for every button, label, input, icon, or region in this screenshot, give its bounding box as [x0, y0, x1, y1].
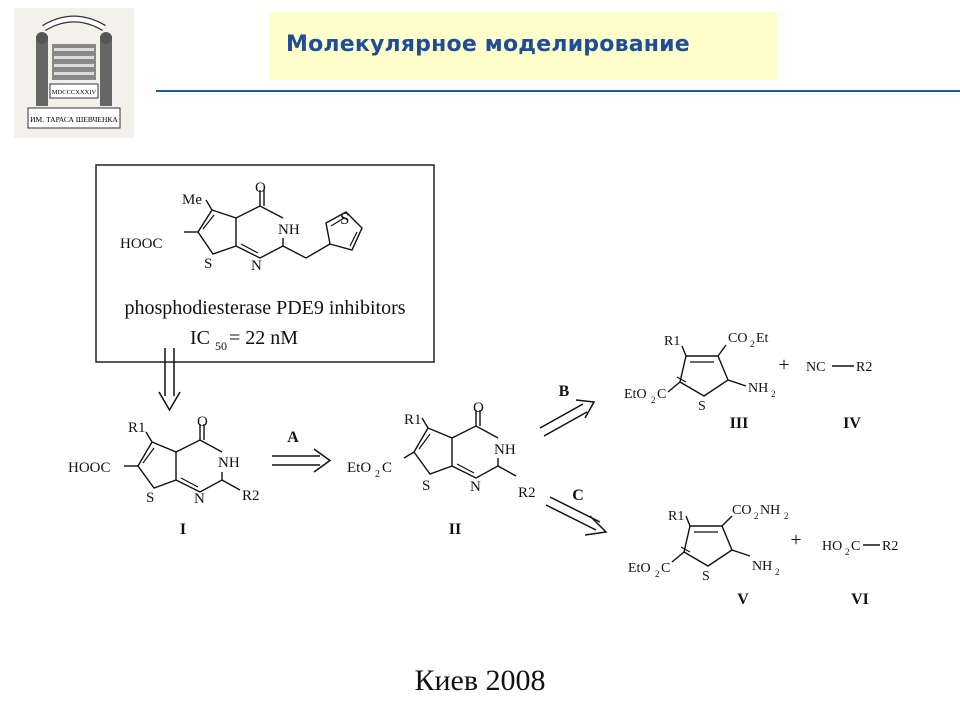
VI-r2-label: R2 [882, 539, 898, 554]
I-r1-label: R1 [128, 420, 146, 436]
VI-numeral: VI [851, 591, 869, 608]
ic50-value: = 22 nM [229, 327, 298, 349]
I-s-label: S [146, 490, 154, 506]
arrow-B-label: B [559, 383, 570, 400]
II-ester-a: EtO [347, 460, 371, 476]
II-ester-b: C [382, 460, 392, 476]
V-s-label: S [702, 569, 710, 584]
III-co2et-a: CO [728, 331, 747, 346]
inhibitor-box: Me O NH HOOC S N S phosphodiesterase PDE… [95, 164, 435, 363]
V-r1-label: R1 [668, 509, 684, 524]
V-ester-b: C [661, 561, 670, 576]
II-r2-label: R2 [518, 485, 536, 501]
II-ester-sub: 2 [375, 469, 380, 480]
inh-thiophene-s-label: S [340, 209, 349, 228]
structure-III: R1 CO 2 Et EtO 2 C S NH 2 III [624, 331, 776, 432]
logo-motto-text: ИМ. ТАРАСА ШЕВЧЕНКА [30, 115, 118, 124]
structure-VI: + HO 2 C R2 VI [790, 529, 898, 608]
III-numeral: III [730, 415, 749, 432]
title-divider [156, 90, 960, 92]
arrow-A: A [272, 429, 332, 473]
IV-plus: + [778, 354, 789, 376]
II-nh-label: NH [494, 442, 516, 458]
II-numeral: II [449, 521, 461, 538]
III-co2et-sub: 2 [750, 339, 755, 349]
V-nh2-a: NH [752, 559, 772, 574]
III-nh2-a: NH [748, 381, 768, 396]
V-numeral: V [737, 591, 749, 608]
page-title: Молекулярное моделирование [286, 32, 690, 57]
III-ester-a: EtO [624, 387, 647, 402]
inh-n-label: N [251, 258, 262, 274]
I-n-label: N [194, 491, 205, 507]
I-acid-label: HOOC [68, 460, 111, 476]
III-co2et-b: Et [756, 331, 769, 346]
V-conh2-b: NH [760, 503, 780, 518]
arrow-A-label: A [287, 429, 299, 446]
logo-roman-text: MDCCCXXXIV [52, 89, 97, 96]
structure-V: R1 CO 2 NH 2 EtO 2 C S NH 2 V [628, 503, 789, 608]
ic50-prefix: IC [190, 327, 210, 349]
V-ester-sub: 2 [655, 569, 660, 579]
II-n-label: N [470, 479, 481, 495]
IV-nc-label: NC [806, 360, 825, 375]
inh-s-label: S [204, 256, 212, 272]
V-nh2-sub: 2 [775, 567, 780, 577]
footer-city-year: Киев 2008 [414, 664, 546, 697]
arrow-C-label: C [572, 487, 584, 504]
inh-nh-label: NH [278, 222, 300, 238]
inhibitor-caption: phosphodiesterase PDE9 inhibitors [124, 297, 405, 319]
V-conh2-a: CO [732, 503, 751, 518]
VI-ho2c-a: HO [822, 539, 842, 554]
inh-oxo-label: O [255, 180, 266, 196]
VI-ho2c-sub: 2 [845, 547, 850, 557]
III-ester-b: C [657, 387, 666, 402]
II-r1-label: R1 [404, 412, 422, 428]
I-r2-label: R2 [242, 488, 260, 504]
structure-IV: + NC R2 IV [778, 354, 872, 432]
arrow-C: C [545, 487, 608, 536]
III-r1-label: R1 [664, 334, 680, 349]
II-s-label: S [422, 478, 430, 494]
IV-numeral: IV [843, 415, 861, 432]
title-banner: Молекулярное моделирование [270, 12, 778, 80]
V-ester-a: EtO [628, 561, 651, 576]
I-nh-label: NH [218, 455, 240, 471]
I-oxo-label: O [197, 414, 208, 430]
inh-acid-label: HOOC [120, 236, 163, 252]
IV-r2-label: R2 [856, 360, 872, 375]
structure-I: R1 O NH HOOC S N R2 I [68, 414, 260, 538]
VI-plus: + [790, 529, 801, 551]
II-oxo-label: O [473, 400, 484, 416]
III-nh2-sub: 2 [771, 389, 776, 399]
university-seal-logo: MDCCCXXXIV ИМ. ТАРАСА ШЕВЧЕНКА [14, 8, 134, 138]
V-conh2-sub2: 2 [784, 511, 789, 521]
V-conh2-sub: 2 [754, 511, 759, 521]
VI-ho2c-b: C [851, 539, 860, 554]
down-double-arrow [158, 348, 181, 412]
inh-methyl-label: Me [182, 192, 202, 208]
arrow-B: B [539, 383, 596, 437]
ic50-subscript: 50 [215, 339, 227, 353]
III-s-label: S [698, 399, 706, 414]
university-seal-icon: MDCCCXXXIV ИМ. ТАРАСА ШЕВЧЕНКА [14, 8, 134, 138]
I-numeral: I [180, 521, 186, 538]
structure-II: R1 O NH EtO 2 C S N R2 II [347, 400, 536, 538]
III-ester-sub: 2 [651, 395, 656, 405]
